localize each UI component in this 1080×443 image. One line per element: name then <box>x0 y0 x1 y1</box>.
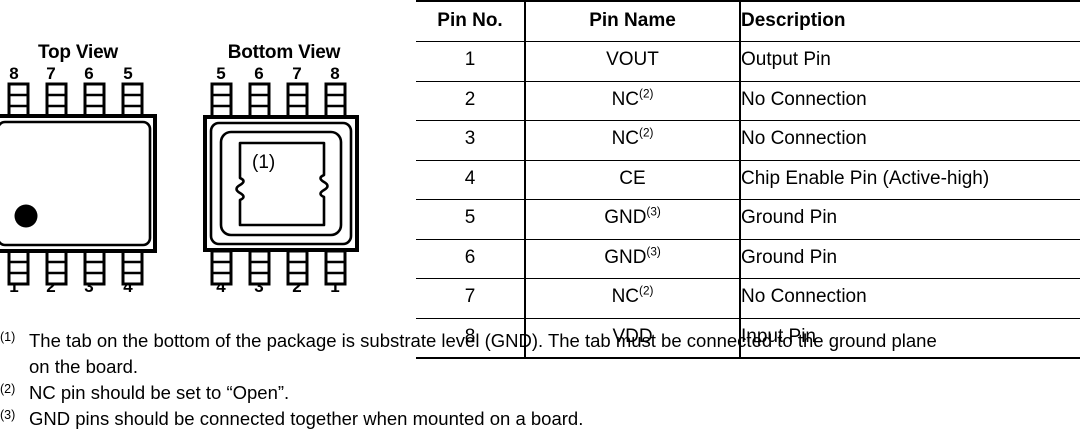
cell-pin-name: NC(2) <box>524 278 740 319</box>
cell-description: Output Pin <box>739 41 1080 82</box>
package-figures: Top View Bottom View 8 7 6 5 1 2 3 4 5 6… <box>0 0 416 325</box>
footnote-item: (2) NC pin should be set to “Open”. <box>0 380 1080 406</box>
bottom-view-pin-label-4: 4 <box>216 277 226 296</box>
cell-pin-no: 3 <box>416 120 525 161</box>
bottom-view-pin-label-8: 8 <box>330 64 340 83</box>
cell-description: Chip Enable Pin (Active-high) <box>739 160 1080 200</box>
cell-pin-name: NC(2) <box>524 120 740 161</box>
cell-pin-name: GND(3) <box>524 199 740 240</box>
top-view-pin-label-7: 7 <box>46 64 56 83</box>
bottom-view-pin-label-1: 1 <box>330 277 340 296</box>
bottom-view-pin-label-2: 2 <box>292 277 302 296</box>
cell-pin-name: VDD <box>524 318 740 359</box>
top-view-pin-label-5: 5 <box>123 64 133 83</box>
top-view-pin-label-4: 4 <box>123 277 133 296</box>
bottom-view-pin-label-7: 7 <box>292 64 302 83</box>
cell-pin-no: 2 <box>416 81 525 121</box>
bottom-view-pin-label-3: 3 <box>254 277 264 296</box>
cell-pin-name: GND(3) <box>524 239 740 279</box>
footnote-text: GND pins should be connected together wh… <box>29 408 584 429</box>
cell-description: No Connection <box>739 120 1080 161</box>
cell-pin-name: NC(2) <box>524 81 740 121</box>
table-header-row: Pin No. Pin Name Description <box>416 0 1080 42</box>
pin-name-footnote-marker: (3) <box>646 245 661 259</box>
cell-pin-no: 7 <box>416 278 525 319</box>
cell-description: Ground Pin <box>739 239 1080 279</box>
top-view-pin-label-1: 1 <box>9 277 19 296</box>
footnote-text: NC pin should be set to “Open”. <box>29 382 290 403</box>
cell-pin-name: CE <box>524 160 740 200</box>
cell-pin-name: VOUT <box>524 41 740 82</box>
footnote-text-continuation: on the board. <box>29 356 139 377</box>
top-view-body-inner-outline <box>0 120 152 247</box>
cell-pin-no: 8 <box>416 318 525 359</box>
cell-pin-no: 5 <box>416 199 525 240</box>
footnote-item: (1) The tab on the bottom of the package … <box>0 328 1080 380</box>
column-header-description: Description <box>739 0 1080 42</box>
cell-description: No Connection <box>739 81 1080 121</box>
footnote-item: (3) GND pins should be connected together… <box>0 406 1080 432</box>
bottom-view-package-drawing: (1) <box>203 82 359 286</box>
bottom-view-pin-label-5: 5 <box>216 64 226 83</box>
pin-name-footnote-marker: (2) <box>639 284 654 298</box>
bottom-view-lead-row-bottom <box>210 249 347 286</box>
cell-pin-no: 4 <box>416 160 525 200</box>
cell-pin-no: 6 <box>416 239 525 279</box>
top-view-pin-label-6: 6 <box>84 64 94 83</box>
top-view-pin-label-2: 2 <box>46 277 56 296</box>
pin-name-footnote-marker: (3) <box>646 205 661 219</box>
bottom-view-lead-row-top <box>210 82 347 119</box>
top-view-title: Top View <box>37 42 119 63</box>
bottom-view-pin-label-6: 6 <box>254 64 264 83</box>
top-view-package-drawing <box>0 82 157 286</box>
cell-description: No Connection <box>739 278 1080 319</box>
column-header-pin-name: Pin Name <box>524 0 740 42</box>
cell-pin-no: 1 <box>416 41 525 82</box>
exposed-pad-footnote-label: (1) <box>252 152 275 173</box>
top-view-lead-row-bottom <box>7 249 144 286</box>
footnote-marker: (2) <box>0 382 16 396</box>
pin-name-footnote-marker: (2) <box>639 87 654 101</box>
footnotes-list: (1) The tab on the bottom of the package … <box>0 328 1080 432</box>
top-view-pin-label-3: 3 <box>84 277 94 296</box>
footnote-marker: (1) <box>0 330 16 344</box>
column-header-pin-no: Pin No. <box>416 0 525 42</box>
footnote-marker: (3) <box>0 408 16 422</box>
pin-name-footnote-marker: (2) <box>639 126 654 140</box>
footnote-text: The tab on the bottom of the package is … <box>29 330 937 351</box>
pin-1-marker-dot <box>14 204 38 228</box>
bottom-view-title: Bottom View <box>227 42 341 63</box>
cell-description: Input Pin <box>739 318 1080 359</box>
exposed-thermal-pad <box>235 141 329 227</box>
top-view-pin-label-8: 8 <box>9 64 19 83</box>
cell-description: Ground Pin <box>739 199 1080 240</box>
